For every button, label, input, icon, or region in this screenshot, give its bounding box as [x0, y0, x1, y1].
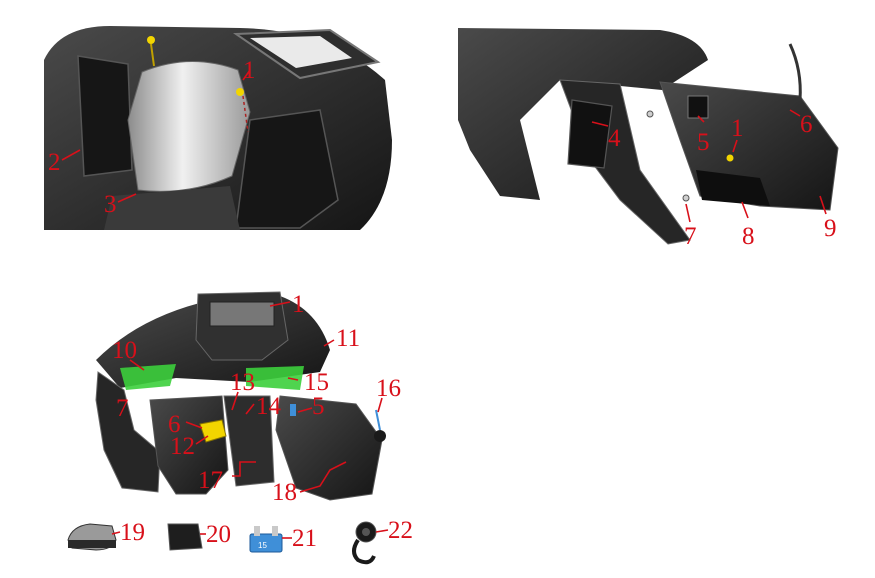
callout-b-7: 7	[684, 223, 697, 250]
callout-c-18: 18	[272, 479, 297, 506]
callout-b-1: 1	[731, 115, 744, 142]
callout-a-1: 1	[243, 57, 256, 84]
panel-a-fairing-inner-cover: 1 2 3	[44, 24, 392, 230]
callout-22: 22	[388, 517, 413, 544]
callout-c-5: 5	[312, 393, 325, 420]
callout-b-4: 4	[608, 125, 621, 152]
callout-b-9: 9	[824, 215, 837, 242]
callout-c-13: 13	[230, 369, 255, 396]
callout-c-7: 7	[116, 395, 129, 422]
callout-c-1: 1	[292, 291, 305, 318]
callout-c-12: 12	[170, 433, 195, 460]
callout-c-10: 10	[112, 337, 137, 364]
callout-a-2: 2	[48, 149, 61, 176]
callout-19: 19	[120, 519, 145, 546]
callout-c-15: 15	[304, 369, 329, 396]
callout-c-17: 17	[198, 467, 223, 494]
callout-b-5: 5	[697, 129, 710, 156]
fuse-rating-label: 15	[258, 541, 267, 550]
panel-b-side-box-assembly: 4 5 1 6 7 8 9	[458, 28, 848, 250]
loose-parts-row: 19 20 15 21 22	[67, 517, 413, 565]
callout-a-3: 3	[104, 191, 117, 218]
callout-c-11: 11	[336, 325, 360, 352]
panel-c-full-exploded-assembly: 1 10 11 13 15 16 7 6 14 5 12 17 18	[95, 291, 401, 506]
callout-20: 20	[206, 521, 231, 548]
callout-c-14: 14	[256, 393, 282, 420]
callout-21: 21	[292, 525, 317, 552]
callout-b-6: 6	[800, 111, 813, 138]
callout-c-6: 6	[168, 411, 181, 438]
callout-b-8: 8	[742, 223, 755, 250]
callout-c-16: 16	[376, 375, 401, 402]
